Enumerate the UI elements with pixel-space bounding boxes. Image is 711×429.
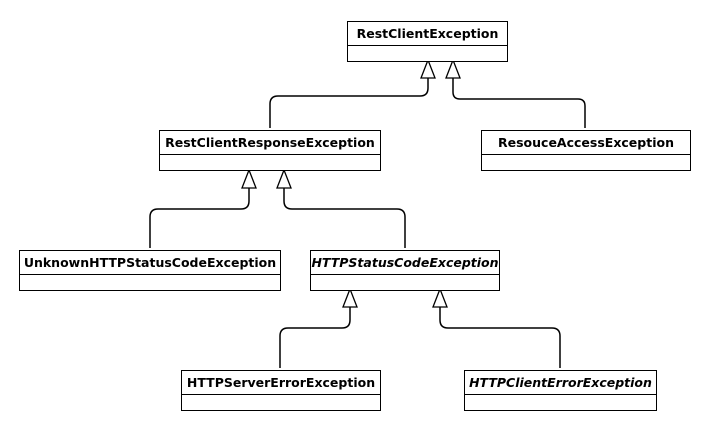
class-http-status-code-exception: HTTPStatusCodeException xyxy=(310,250,500,291)
class-http-client-error-exception: HTTPClientErrorException xyxy=(464,370,657,411)
class-name: HTTPServerErrorException xyxy=(182,371,380,395)
generalization-connector xyxy=(452,78,586,128)
class-body xyxy=(160,155,380,172)
class-rest-client-response-exception: RestClientResponseException xyxy=(159,130,381,171)
class-name: RestClientException xyxy=(348,22,507,46)
class-body xyxy=(182,395,380,412)
class-body xyxy=(465,395,656,412)
generalization-connector xyxy=(439,307,561,368)
generalization-connector xyxy=(283,188,406,248)
generalization-arrowhead xyxy=(342,287,358,308)
generalization-arrowhead xyxy=(276,168,292,189)
generalization-arrowhead xyxy=(445,58,461,79)
generalization-arrowhead xyxy=(432,287,448,308)
class-name: UnknownHTTPStatusCodeException xyxy=(20,251,280,275)
generalization-connector xyxy=(279,307,351,368)
class-name: ResouceAccessException xyxy=(482,131,690,155)
class-name: HTTPStatusCodeException xyxy=(311,251,499,275)
class-name: HTTPClientErrorException xyxy=(465,371,656,395)
class-name: RestClientResponseException xyxy=(160,131,380,155)
class-resouce-access-exception: ResouceAccessException xyxy=(481,130,691,171)
generalization-arrowhead xyxy=(241,168,257,189)
generalization-connector xyxy=(149,188,250,248)
generalization-connector xyxy=(269,78,429,128)
class-rest-client-exception: RestClientException xyxy=(347,21,508,62)
class-body xyxy=(20,275,280,292)
class-body xyxy=(311,275,499,292)
class-body xyxy=(482,155,690,172)
generalization-arrowhead xyxy=(420,58,436,79)
class-unknown-http-status-code-exception: UnknownHTTPStatusCodeException xyxy=(19,250,281,291)
class-body xyxy=(348,46,507,63)
class-http-server-error-exception: HTTPServerErrorException xyxy=(181,370,381,411)
